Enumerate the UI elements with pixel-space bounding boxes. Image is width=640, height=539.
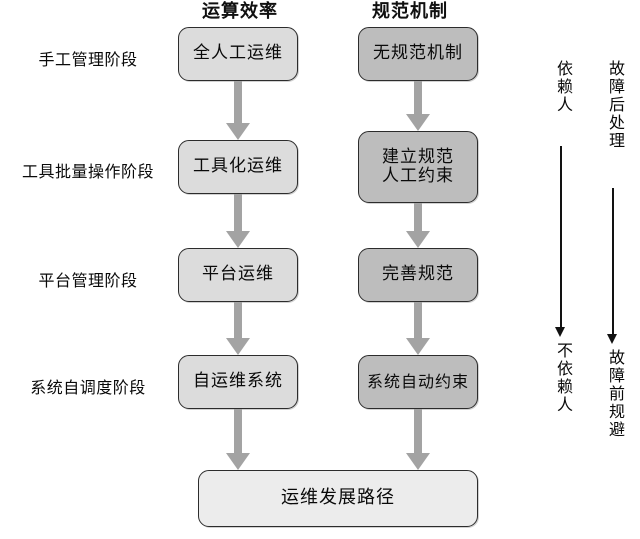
axis-failure-handling-bottom-label: 故障前规避: [606, 349, 625, 439]
arrow-right-2: [406, 203, 430, 248]
node-left-full-manual-ops-label: 全人工运维: [193, 43, 283, 64]
axis-failure-handling-top-label: 故障后处理: [606, 60, 625, 150]
column-header-standardization: 规范机制: [372, 1, 448, 22]
arrow-left-3: [226, 302, 250, 355]
node-left-tooled-ops-label: 工具化运维: [193, 156, 283, 177]
node-right-refine-standard[interactable]: 完善规范: [358, 248, 478, 302]
axis-dependency: 依赖人 不依赖人: [548, 60, 574, 440]
stage-label-self-scheduling: 系统自调度阶段: [30, 378, 146, 397]
node-right-system-auto-constraint-label: 系统自动约束: [366, 372, 469, 392]
node-footer-ops-development-path-label: 运维发展路径: [281, 487, 395, 509]
node-right-establish-standard-line1: 建立规范: [382, 146, 454, 167]
stage-label-platform: 平台管理阶段: [38, 271, 138, 290]
axis-dependency-top-label: 依赖人: [554, 60, 573, 114]
node-right-refine-standard-label: 完善规范: [382, 264, 454, 285]
axis-dependency-bottom-label: 不依赖人: [554, 342, 573, 414]
column-header-efficiency: 运算效率: [202, 1, 278, 22]
arrow-right-3: [406, 302, 430, 355]
node-footer-ops-development-path[interactable]: 运维发展路径: [198, 470, 478, 527]
node-right-establish-standard[interactable]: 建立规范 人工约束: [358, 131, 478, 203]
axis-dependency-arrowhead-icon: [555, 327, 565, 337]
node-left-platform-ops[interactable]: 平台运维: [178, 248, 298, 302]
node-right-system-auto-constraint[interactable]: 系统自动约束: [358, 355, 478, 409]
arrow-left-to-footer: [226, 409, 250, 470]
node-left-self-ops-system[interactable]: 自运维系统: [178, 355, 298, 409]
node-left-self-ops-system-label: 自运维系统: [193, 371, 283, 392]
node-right-no-standard[interactable]: 无规范机制: [358, 27, 478, 81]
arrow-right-1: [406, 81, 430, 131]
arrow-right-to-footer: [406, 409, 430, 470]
arrow-left-1: [226, 81, 250, 140]
axis-failure-handling: 故障后处理 故障前规避: [600, 60, 626, 460]
node-right-no-standard-label: 无规范机制: [373, 43, 463, 64]
stage-label-manual: 手工管理阶段: [38, 50, 138, 69]
arrow-left-2: [226, 194, 250, 248]
node-right-establish-standard-line2: 人工约束: [382, 166, 454, 186]
node-left-full-manual-ops[interactable]: 全人工运维: [178, 27, 298, 81]
axis-failure-handling-arrowhead-icon: [607, 334, 617, 344]
stage-label-tool-batch: 工具批量操作阶段: [21, 162, 154, 181]
node-left-tooled-ops[interactable]: 工具化运维: [178, 140, 298, 194]
node-left-platform-ops-label: 平台运维: [202, 264, 274, 285]
